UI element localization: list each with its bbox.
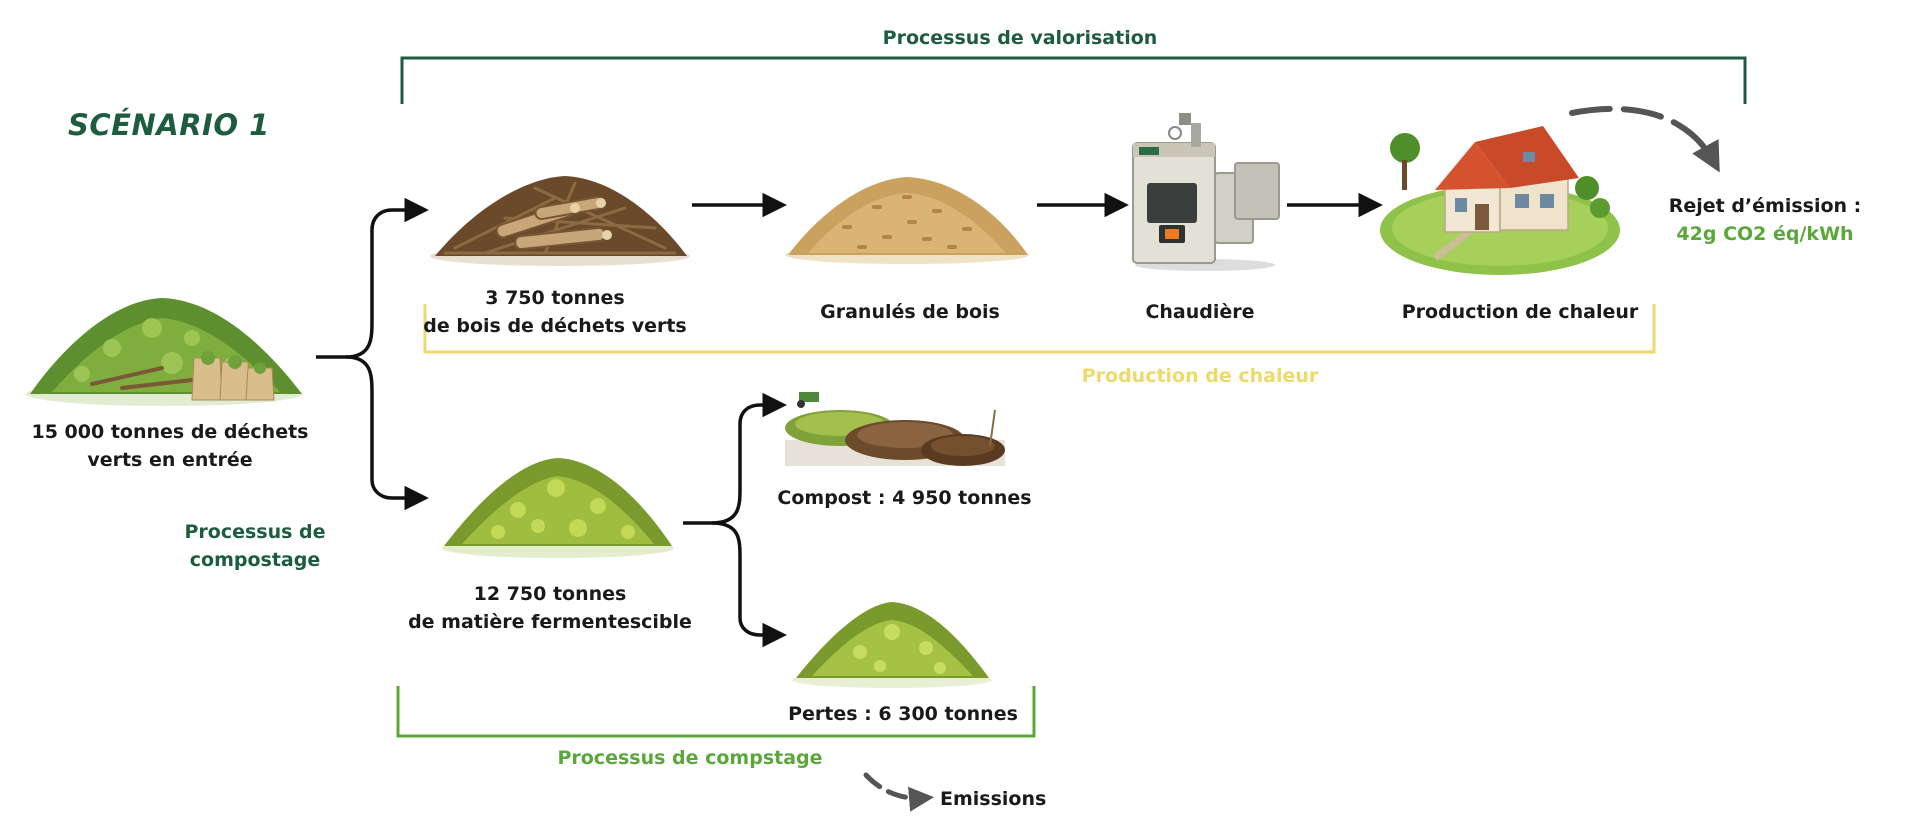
emission-value: 42g CO2 éq/kWh — [1676, 223, 1854, 245]
input-branch-up — [345, 197, 429, 359]
valorisation-bracket — [400, 56, 1747, 104]
ferment-label-line1: 12 750 tonnes — [473, 583, 627, 605]
scenario-title: SCÉNARIO 1 — [68, 108, 270, 142]
side-compostage-line1: Processus de — [184, 521, 326, 543]
wood-label-line1: 3 750 tonnes — [485, 287, 625, 309]
ferment-label: 12 750 tonnes de matière fermentescible — [400, 580, 700, 636]
ferment-branch-up — [711, 392, 787, 525]
input-branch-down — [345, 355, 429, 511]
emissions-label: Emissions — [940, 788, 1047, 810]
input-label-line1: 15 000 tonnes de déchets — [31, 421, 309, 443]
losses-pile-icon — [792, 602, 992, 688]
chaleur-bracket — [423, 304, 1656, 354]
pellets-label: Granulés de bois — [820, 301, 1000, 323]
chaleur-label: Production de chaleur — [1081, 365, 1319, 387]
green-matter-pile-icon — [442, 458, 674, 558]
wood-pellets-pile-icon — [785, 177, 1029, 264]
emission-label: Rejet d’émission : 42g CO2 éq/kWh — [1650, 192, 1880, 248]
input-label-line2: verts en entrée — [87, 449, 253, 471]
compost-label: Compost : 4 950 tonnes — [777, 487, 1032, 509]
side-compostage-line2: compostage — [189, 549, 321, 571]
emission-label-line1: Rejet d’émission : — [1668, 195, 1862, 217]
wood-branches-pile-icon — [430, 176, 690, 266]
emission-curved-arrow — [1569, 105, 1720, 173]
ferment-branch-down — [711, 521, 787, 648]
valorisation-label: Processus de valorisation — [882, 27, 1158, 49]
compostage-bottom-label: Processus de compstage — [557, 747, 823, 769]
boiler-label: Chaudière — [1145, 301, 1255, 323]
side-compostage-label: Processus de compostage — [170, 518, 340, 574]
compostage-bracket — [396, 686, 1036, 738]
emissions-curved-arrow — [863, 772, 934, 812]
house-icon — [1380, 126, 1620, 275]
green-waste-pile-icon — [26, 298, 302, 406]
heat-label: Production de chaleur — [1401, 301, 1639, 323]
input-label: 15 000 tonnes de déchets verts en entrée — [20, 418, 320, 474]
boiler-icon — [1132, 113, 1280, 271]
wood-label-line2: de bois de déchets verts — [423, 315, 687, 337]
wood-label: 3 750 tonnes de bois de déchets verts — [405, 284, 705, 340]
compost-rows-icon — [785, 392, 1005, 466]
losses-label: Pertes : 6 300 tonnes — [788, 703, 1018, 725]
ferment-label-line2: de matière fermentescible — [408, 611, 692, 633]
